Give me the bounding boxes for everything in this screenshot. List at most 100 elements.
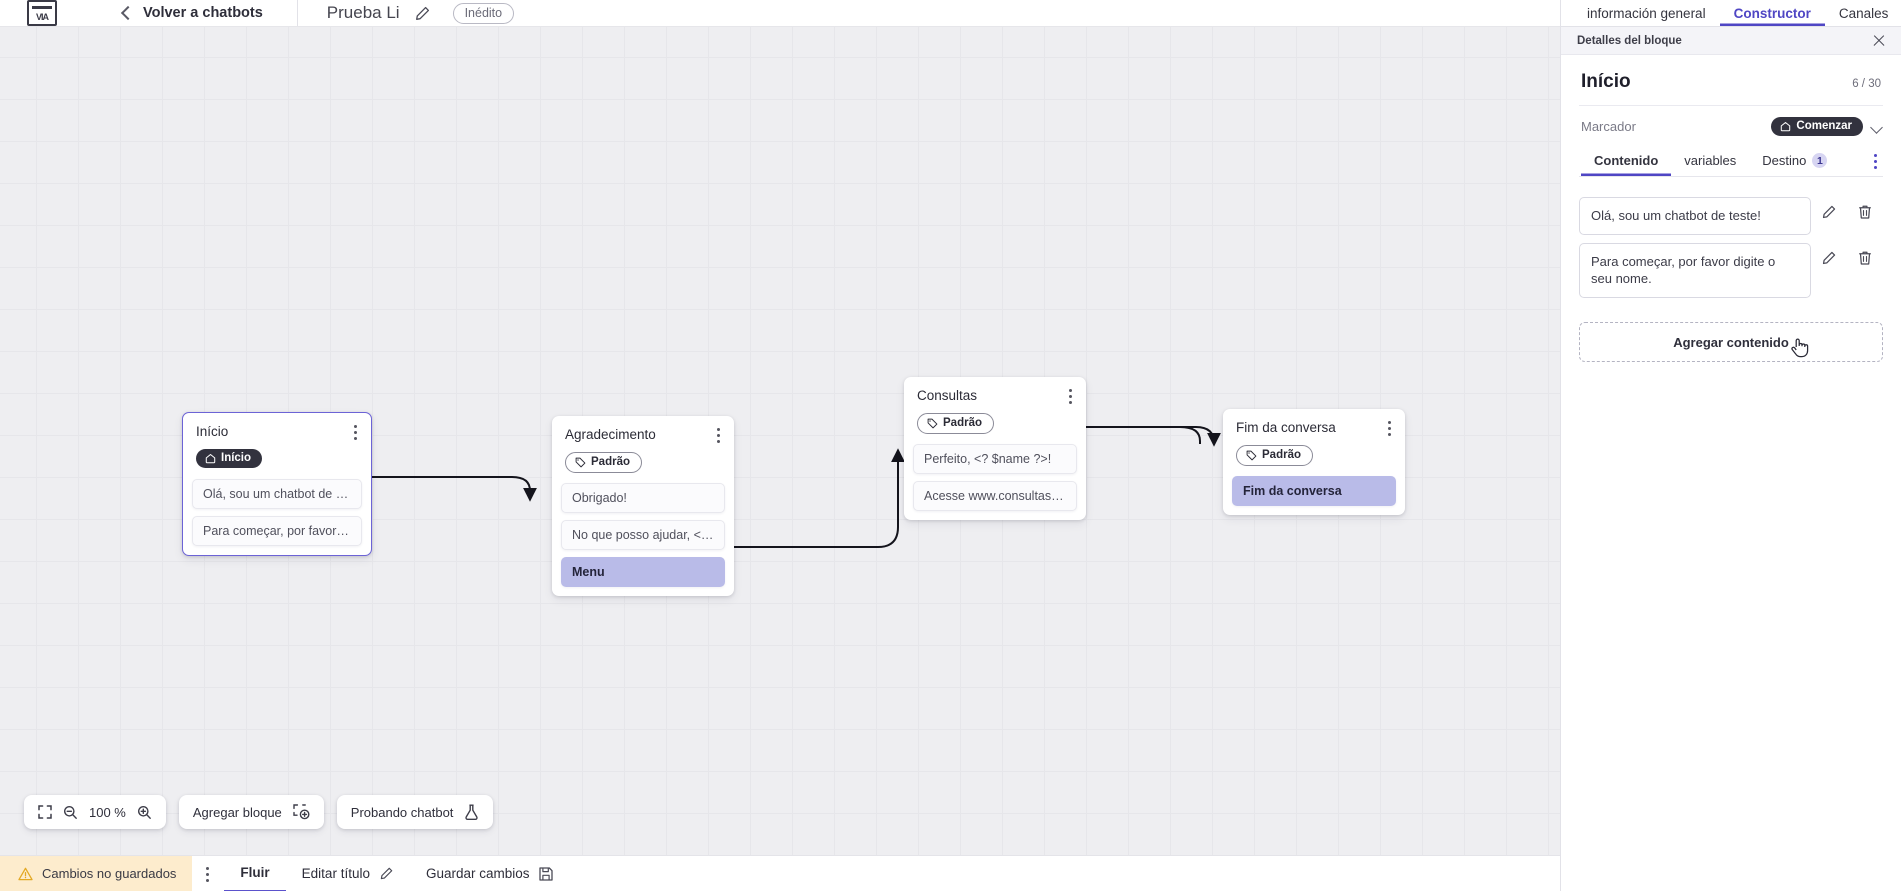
node-tag-badge: Padrão: [917, 413, 994, 434]
flow-canvas[interactable]: Início Início Olá, sou um chatbot de tes…: [0, 27, 1560, 855]
bottom-status-bar: Cambios no guardados Fluir Editar título…: [0, 855, 1560, 891]
zoom-controls-group: 100 %: [24, 795, 166, 829]
tab-constructor[interactable]: Constructor: [1720, 0, 1825, 26]
node-message[interactable]: Olá, sou um chatbot de teste!: [192, 478, 362, 509]
tab-canales[interactable]: Canales: [1838, 5, 1889, 21]
content-tabs: Contenido variables Destino 1: [1579, 146, 1883, 177]
tab-destino-badge: 1: [1812, 153, 1828, 168]
marcador-row: Marcador Comenzar: [1579, 106, 1883, 146]
node-message[interactable]: Acesse www.consultas.com par...: [913, 481, 1077, 511]
add-content-button[interactable]: Agregar contenido: [1579, 322, 1883, 362]
node-tag-badge: Padrão: [565, 452, 642, 473]
panel-tabs: información general Constructor Canales: [1561, 0, 1901, 27]
test-chatbot-button[interactable]: Probando chatbot: [336, 795, 494, 829]
node-message[interactable]: Para começar, por favor digite o ...: [192, 515, 362, 546]
fit-screen-icon[interactable]: [38, 805, 52, 819]
app-logo-icon[interactable]: VIA: [27, 0, 57, 26]
edit-title-label: Editar título: [301, 866, 370, 881]
add-block-button[interactable]: Agregar bloque: [178, 795, 324, 829]
save-changes-label: Guardar cambios: [425, 866, 530, 881]
add-block-icon: [293, 804, 310, 820]
node-header: Consultas: [904, 388, 1086, 404]
tab-contenido[interactable]: Contenido: [1581, 146, 1671, 176]
back-to-chatbots-link[interactable]: Volver a chatbots: [143, 5, 263, 21]
content-item-row: Para começar, por favor digite o seu nom…: [1579, 243, 1883, 298]
marcador-label: Marcador: [1581, 119, 1636, 134]
chevron-down-icon[interactable]: [1871, 121, 1883, 133]
home-icon: [205, 453, 216, 464]
flow-node-agradecimento[interactable]: Agradecimento Padrão Obrigado! No que po…: [552, 416, 734, 596]
node-tag-label: Padrão: [591, 456, 630, 468]
pencil-icon[interactable]: [1811, 204, 1847, 220]
save-changes-button[interactable]: Guardar cambios: [410, 856, 569, 891]
tab-fluir-label: Fluir: [240, 865, 270, 880]
node-messages: Fim da conversa: [1223, 476, 1405, 506]
node-message[interactable]: Obrigado!: [561, 483, 725, 513]
tag-icon: [927, 418, 938, 429]
content-item-row: Olá, sou um chatbot de teste!: [1579, 197, 1883, 235]
bot-title: Prueba Li: [326, 3, 400, 22]
node-tag-label: Padrão: [1262, 449, 1301, 461]
right-panel: información general Constructor Canales …: [1560, 0, 1901, 891]
tab-destino[interactable]: Destino 1: [1749, 146, 1840, 176]
node-message-highlighted[interactable]: Fim da conversa: [1232, 476, 1396, 506]
node-tag-badge: Padrão: [1236, 445, 1313, 466]
close-icon[interactable]: [1872, 34, 1886, 48]
node-header: Fim da conversa: [1223, 420, 1405, 436]
node-message[interactable]: No que posso ajudar, <? $name ...: [561, 520, 725, 550]
kebab-menu-icon: [206, 866, 210, 882]
app-logo-text: VIA: [35, 12, 49, 22]
node-tag-badge: Início: [196, 449, 263, 468]
tab-variables[interactable]: variables: [1671, 146, 1749, 176]
back-chevron-icon[interactable]: [119, 6, 133, 20]
content-item-list: Olá, sou um chatbot de teste!: [1579, 177, 1883, 298]
tab-contenido-label: Contenido: [1594, 153, 1659, 168]
node-message-highlighted[interactable]: Menu: [561, 557, 725, 587]
tab-destino-label: Destino: [1762, 153, 1807, 168]
content-item-actions: [1811, 197, 1883, 220]
tag-icon: [1246, 450, 1257, 461]
node-tag-label: Padrão: [943, 417, 982, 429]
add-block-label: Agregar bloque: [192, 804, 282, 820]
content-tabs-kebab-menu-icon[interactable]: [1864, 153, 1883, 169]
node-tag-label: Início: [221, 452, 252, 464]
node-kebab-menu-icon[interactable]: [717, 427, 721, 443]
trash-icon[interactable]: [1847, 250, 1883, 266]
marcador-value-label: Comenzar: [1796, 120, 1852, 132]
pencil-icon: [379, 866, 394, 881]
flow-node-fim-da-conversa[interactable]: Fim da conversa Padrão Fim da conversa: [1223, 409, 1405, 515]
block-title-row: Início 6 / 30: [1579, 55, 1883, 106]
node-title: Fim da conversa: [1236, 420, 1336, 435]
node-kebab-menu-icon[interactable]: [1388, 420, 1392, 436]
unsaved-changes-banner: Cambios no guardados: [0, 855, 193, 891]
canvas-toolbar: 100 % Agregar bloque: [24, 795, 494, 829]
tab-variables-label: variables: [1684, 153, 1737, 168]
node-message[interactable]: Perfeito, <? $name ?>!: [913, 444, 1077, 474]
statusbar-kebab-menu-icon[interactable]: [192, 856, 224, 891]
node-header: Início: [183, 424, 371, 440]
flow-node-inicio[interactable]: Início Início Olá, sou um chatbot de tes…: [182, 412, 372, 556]
tab-informacion-general[interactable]: información general: [1587, 5, 1706, 21]
warning-triangle-icon: [18, 867, 33, 881]
panel-body: Início 6 / 30 Marcador Comenzar: [1561, 55, 1901, 891]
node-kebab-menu-icon[interactable]: [1069, 388, 1073, 404]
zoom-in-icon[interactable]: [137, 805, 152, 820]
pencil-icon[interactable]: [1811, 250, 1847, 266]
tab-fluir[interactable]: Fluir: [224, 856, 286, 891]
node-kebab-menu-icon[interactable]: [354, 424, 358, 440]
content-item-actions: [1811, 243, 1883, 266]
flow-node-consultas[interactable]: Consultas Padrão Perfeito, <? $name ?>! …: [904, 377, 1086, 520]
marcador-value-badge[interactable]: Comenzar: [1771, 117, 1863, 136]
block-counter: 6 / 30: [1852, 78, 1881, 90]
edit-title-pencil-icon[interactable]: [414, 5, 431, 22]
content-item-text[interactable]: Olá, sou um chatbot de teste!: [1579, 197, 1811, 235]
marcador-value-group: Comenzar: [1771, 117, 1883, 136]
edit-title-button[interactable]: Editar título: [286, 856, 410, 891]
panel-subheader-label: Detalles del bloque: [1577, 34, 1682, 47]
content-item-text[interactable]: Para começar, por favor digite o seu nom…: [1579, 243, 1811, 298]
zoom-out-icon[interactable]: [63, 805, 78, 820]
header-divider: [296, 0, 298, 26]
trash-icon[interactable]: [1847, 204, 1883, 220]
node-title: Consultas: [917, 388, 978, 403]
